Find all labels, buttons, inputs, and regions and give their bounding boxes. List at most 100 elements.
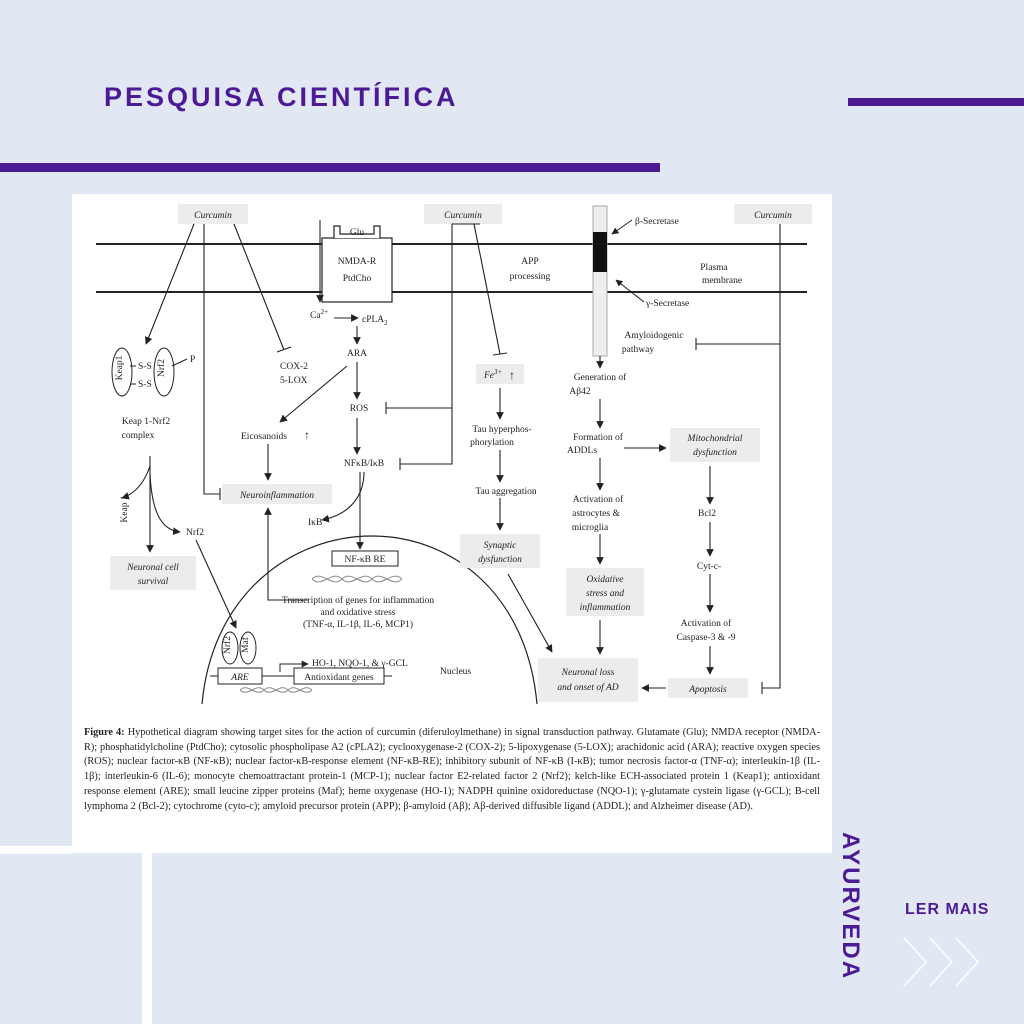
curcumin-box-2: Curcumin [424,204,502,224]
chevron-right-icon[interactable] [900,934,990,990]
dna-helix-icon-2 [239,687,313,693]
svg-text:dysfunction: dysfunction [478,554,522,565]
nmda-label: NMDA-R [338,257,377,267]
keap1-released-label: Keap 1 [120,495,130,522]
inhibit-curcumin-fe [473,223,508,356]
svg-text:Maf: Maf [240,636,251,653]
app-label: APP [521,257,538,267]
bcl2-label: Bcl2 [698,509,716,519]
ss-label-2: S-S [138,380,152,390]
category-label: AYURVEDA [837,832,864,1002]
plasma-label: Plasma [700,263,728,273]
ara-label: ARA [347,349,367,359]
left-rule [0,163,660,172]
cytc-label: Cyt-c- [697,562,721,572]
caspase-label-2: Caspase-3 & -9 [676,633,735,643]
keap-complex-label: Keap 1-Nrf2 [122,416,171,427]
phospho-label: P [190,355,195,365]
apoptosis-box: Apoptosis [668,678,748,698]
astro-label-2: astrocytes & [572,509,620,519]
mitochondrial-box: Mitochondrial dysfunction [670,428,760,462]
nucleus-label: Nucleus [440,667,471,677]
nfkb-ikb-label: NFκB/IκB [344,459,384,469]
membrane-label: membrane [702,276,742,286]
fe-box: Fe3+ ↑ [476,364,524,384]
tau-hyper-label-2: phorylation [470,438,514,448]
arrow-complex-keap1 [121,465,151,500]
nucleus-outline [201,535,538,705]
svg-text:Antioxidant genes: Antioxidant genes [304,673,374,683]
fe-up-icon: ↑ [509,368,515,382]
svg-text:and onset of AD: and onset of AD [557,682,618,693]
svg-text:Mitochondrial: Mitochondrial [687,434,743,444]
transcription-label-3: (TNF-α, IL-1β, IL-6, MCP1) [303,619,413,630]
ros-label: ROS [350,404,368,414]
oxidative-stress-box: Oxidative stress and inflammation [566,568,644,616]
decor-line-horizontal [0,846,72,854]
gamma-secretase-label: γ-Secretase [645,299,689,309]
amyloidogenic-label-1: Amyloidogenic [624,331,683,341]
tau-aggregation-label: Tau aggregation [475,487,537,497]
svg-text:ARE: ARE [230,673,249,683]
processing-label: processing [510,272,551,282]
arrow-transcription-neuroinflammation [264,507,308,601]
synaptic-dysfunction-box: Synaptic dysfunction [460,534,540,568]
svg-text:Synaptic: Synaptic [484,541,517,551]
curcumin-box-3: Curcumin [734,204,812,224]
addl-label-1: Formation of [573,432,624,443]
svg-text:Nrf2: Nrf2 [222,636,233,654]
astro-label-3: microglia [572,523,609,533]
arrow-complex-nrf2 [149,473,181,536]
arrow-synaptic-loss [507,573,553,653]
app-protein [592,205,608,357]
category-label-text: AYURVEDA [837,832,864,981]
svg-text:stress and: stress and [586,589,624,599]
pathway-diagram: Glu NMDA-R PtdCho Curcumin Curcumin Curc… [96,204,812,705]
svg-text:Curcumin: Curcumin [754,211,792,221]
inhibit-curcumin-nfkb [399,223,480,470]
complex-label: complex [122,431,155,441]
amyloidogenic-label-2: pathway [622,345,654,355]
beta-secretase-pointer [611,219,633,235]
inhibit-curcumin-neuroinflammation [203,224,221,500]
svg-text:inflammation: inflammation [580,602,631,613]
ptdcho-label: PtdCho [343,274,372,284]
gamma-secretase-pointer [615,279,645,303]
glu-label: Glu [350,228,365,238]
svg-text:Apoptosis: Apoptosis [688,685,727,695]
nrf2-free-label: Nrf2 [186,527,204,538]
read-more-link[interactable]: LER MAIS [905,901,990,918]
svg-text:survival: survival [138,577,169,587]
ss-label-1: S-S [138,362,152,372]
svg-text:Curcumin: Curcumin [194,211,232,221]
figure-caption: Figure 4: Hypothetical diagram showing t… [84,726,820,814]
ho1-arrow [279,660,309,672]
decor-line-vertical [142,832,152,1024]
nrf2-maf-dimer: Nrf2 Maf [221,631,257,665]
are-box: ARE [217,667,263,685]
cox2-label: COX-2 [280,362,308,372]
neuronal-loss-box: Neuronal loss and onset of AD [538,658,638,702]
svg-text:Neuronal cell: Neuronal cell [126,563,179,573]
ho1-label: HO-1, NQO-1, & γ-GCL [312,659,408,669]
ikb-label: IκB [308,518,322,528]
lox-label: 5-LOX [280,376,308,386]
svg-text:Neuronal loss: Neuronal loss [561,668,615,678]
curcumin-box-1: Curcumin [178,204,248,224]
svg-text:Curcumin: Curcumin [444,211,482,221]
svg-text:Fe3+: Fe3+ [483,368,503,381]
nfkb-re-box: NF-κB RE [331,550,399,567]
svg-text:Oxidative: Oxidative [587,575,624,585]
ca-label: Ca2+ [310,308,328,321]
arrow-nfkb-ikb [321,471,365,523]
figure-panel: Glu NMDA-R PtdCho Curcumin Curcumin Curc… [72,194,832,853]
inhibit-curcumin-amyloidogenic [695,224,781,350]
svg-text:NF-κB RE: NF-κB RE [345,555,386,565]
inhibit-curcumin-ros [385,402,452,414]
neuroinflammation-box: Neuroinflammation [222,484,332,504]
inhibit-curcumin-cox2 [233,223,292,353]
beta-secretase-label: β-Secretase [635,217,679,227]
top-right-rule [848,98,1024,106]
arrow-nrf2-nucleus [195,539,237,629]
transcription-label-1: Transcription of genes for inflammation [282,595,434,606]
